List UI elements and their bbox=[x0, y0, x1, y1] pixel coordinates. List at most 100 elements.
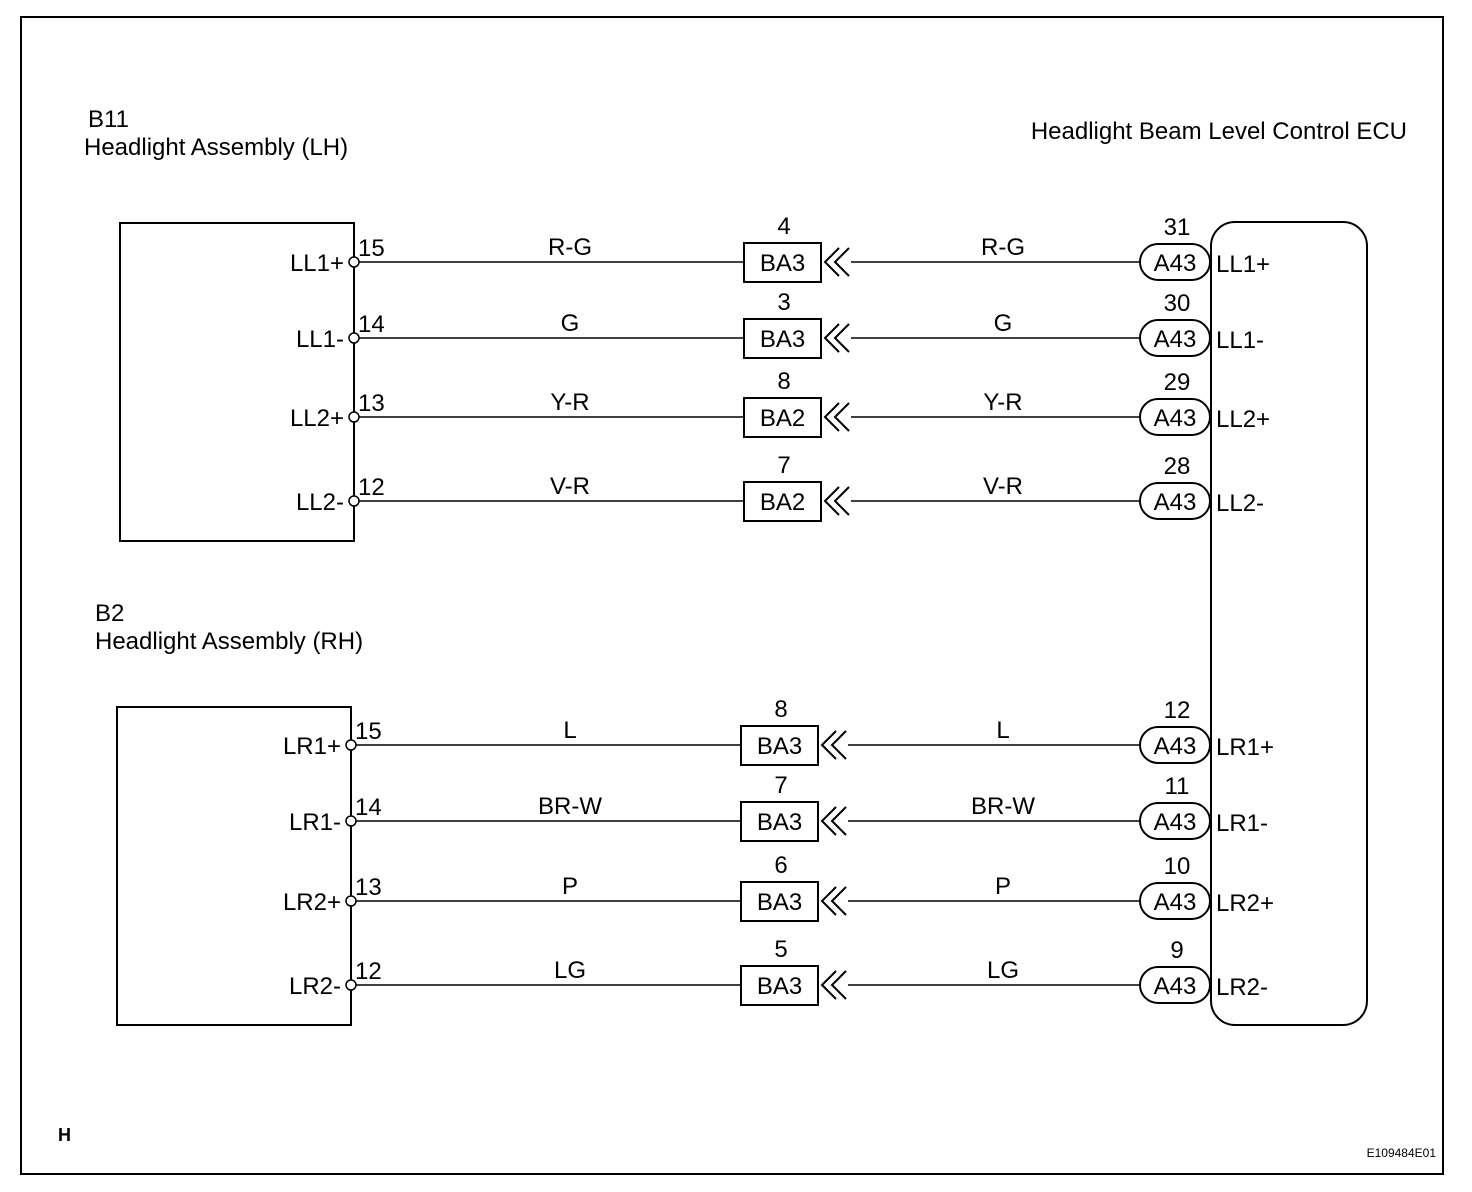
mating-chevron-inner bbox=[823, 247, 840, 277]
wire-color-left: Y-R bbox=[550, 389, 589, 416]
wire-color-left: BR-W bbox=[538, 793, 602, 820]
wire-color-left: L bbox=[563, 717, 576, 744]
b11-name: Headlight Assembly (LH) bbox=[84, 134, 348, 161]
terminal-circle bbox=[348, 256, 360, 268]
junction-connector-code: BA3 bbox=[757, 809, 802, 836]
mating-chevron-outer bbox=[830, 970, 847, 1000]
terminal-pin-number: 12 bbox=[358, 474, 385, 501]
junction-pin-number: 7 bbox=[777, 452, 790, 479]
junction-connector bbox=[743, 481, 822, 522]
terminal-label: LR1+ bbox=[283, 733, 341, 760]
wire-color-right: BR-W bbox=[971, 793, 1035, 820]
wire-color-left: G bbox=[561, 310, 580, 337]
terminal-pin-number: 12 bbox=[355, 958, 382, 985]
mating-chevron-outer bbox=[833, 247, 850, 277]
junction-pin-number: 6 bbox=[774, 852, 787, 879]
junction-pin-number: 3 bbox=[777, 289, 790, 316]
terminal-pin-number: 15 bbox=[358, 235, 385, 262]
junction-connector-code: BA3 bbox=[760, 250, 805, 277]
junction-connector-code: BA3 bbox=[757, 889, 802, 916]
mating-chevron-inner bbox=[823, 486, 840, 516]
ecu-terminal-label: LL2- bbox=[1216, 490, 1264, 517]
mating-chevron-inner bbox=[823, 402, 840, 432]
junction-connector bbox=[743, 318, 822, 359]
ecu-terminal-label: LR2- bbox=[1216, 974, 1268, 1001]
terminal-pin-number: 14 bbox=[355, 794, 382, 821]
wire-color-left: P bbox=[562, 873, 578, 900]
b2-headlight-box bbox=[116, 706, 352, 1026]
ecu-box bbox=[1210, 221, 1368, 1026]
terminal-label: LL1+ bbox=[290, 250, 344, 277]
mating-chevron-outer bbox=[830, 730, 847, 760]
ecu-terminal-label: LR1+ bbox=[1216, 734, 1274, 761]
ecu-connector bbox=[1139, 398, 1211, 436]
mating-chevron-outer bbox=[830, 886, 847, 916]
terminal-circle bbox=[345, 739, 357, 751]
ecu-connector bbox=[1139, 482, 1211, 520]
ecu-pin-number: 28 bbox=[1164, 453, 1191, 480]
wire-color-left: V-R bbox=[550, 473, 590, 500]
ecu-terminal-label: LL1+ bbox=[1216, 251, 1270, 278]
junction-pin-number: 8 bbox=[774, 696, 787, 723]
wire-color-right: Y-R bbox=[983, 389, 1022, 416]
mating-chevron-outer bbox=[833, 323, 850, 353]
junction-pin-number: 7 bbox=[774, 772, 787, 799]
terminal-circle bbox=[345, 895, 357, 907]
junction-pin-number: 5 bbox=[774, 936, 787, 963]
wire-color-right: G bbox=[994, 310, 1013, 337]
ecu-pin-number: 29 bbox=[1164, 369, 1191, 396]
mating-chevron-outer bbox=[830, 806, 847, 836]
ecu-connector-code: A43 bbox=[1154, 405, 1197, 432]
ecu-pin-number: 31 bbox=[1164, 214, 1191, 241]
figure-id: E109484E01 bbox=[1367, 1146, 1437, 1160]
ecu-connector-code: A43 bbox=[1154, 489, 1197, 516]
junction-connector-code: BA2 bbox=[760, 405, 805, 432]
ecu-connector-code: A43 bbox=[1154, 250, 1197, 277]
junction-connector bbox=[740, 801, 819, 842]
terminal-circle bbox=[348, 495, 360, 507]
ecu-connector bbox=[1139, 726, 1211, 764]
terminal-label: LL2- bbox=[296, 489, 344, 516]
ecu-pin-number: 11 bbox=[1165, 773, 1190, 800]
ecu-connector-code: A43 bbox=[1154, 326, 1197, 353]
ecu-connector-code: A43 bbox=[1154, 973, 1197, 1000]
wire-color-right: R-G bbox=[981, 234, 1025, 261]
ecu-connector bbox=[1139, 882, 1211, 920]
ecu-connector bbox=[1139, 966, 1211, 1004]
terminal-label: LR2- bbox=[289, 973, 341, 1000]
mating-chevron-inner bbox=[820, 886, 837, 916]
ecu-terminal-label: LL1- bbox=[1216, 327, 1264, 354]
corner-letter: H bbox=[58, 1125, 71, 1145]
wire-color-right: L bbox=[996, 717, 1009, 744]
wire-color-right: V-R bbox=[983, 473, 1023, 500]
junction-connector bbox=[740, 725, 819, 766]
b11-code: B11 bbox=[88, 106, 129, 133]
mating-chevron-inner bbox=[820, 970, 837, 1000]
wire-color-right: LG bbox=[987, 957, 1019, 984]
ecu-connector bbox=[1139, 319, 1211, 357]
ecu-pin-number: 12 bbox=[1164, 697, 1191, 724]
mating-chevron-inner bbox=[820, 730, 837, 760]
ecu-pin-number: 9 bbox=[1170, 937, 1183, 964]
junction-connector-code: BA3 bbox=[757, 733, 802, 760]
mating-chevron-outer bbox=[833, 486, 850, 516]
terminal-circle bbox=[348, 411, 360, 423]
terminal-circle bbox=[345, 815, 357, 827]
mating-chevron-inner bbox=[823, 323, 840, 353]
terminal-pin-number: 13 bbox=[358, 390, 385, 417]
terminal-circle bbox=[348, 332, 360, 344]
diagram-frame bbox=[20, 16, 1444, 1175]
terminal-label: LL2+ bbox=[290, 405, 344, 432]
ecu-connector bbox=[1139, 802, 1211, 840]
ecu-pin-number: 10 bbox=[1164, 853, 1191, 880]
ecu-pin-number: 30 bbox=[1164, 290, 1191, 317]
ecu-connector-code: A43 bbox=[1154, 809, 1197, 836]
junction-connector bbox=[740, 965, 819, 1006]
terminal-label: LR1- bbox=[289, 809, 341, 836]
ecu-name: Headlight Beam Level Control ECU bbox=[1031, 118, 1407, 145]
wire-color-left: R-G bbox=[548, 234, 592, 261]
ecu-connector-code: A43 bbox=[1154, 889, 1197, 916]
terminal-pin-number: 15 bbox=[355, 718, 382, 745]
terminal-pin-number: 14 bbox=[358, 311, 385, 338]
